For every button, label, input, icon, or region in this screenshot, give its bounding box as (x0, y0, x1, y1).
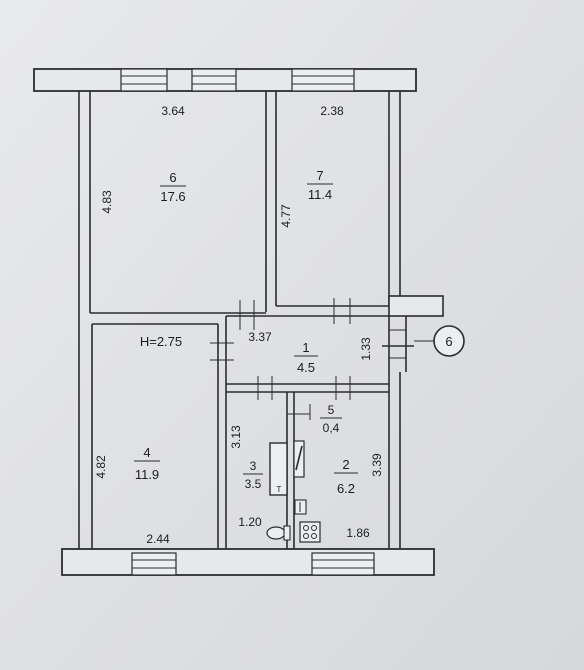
room-2-number: 2 (342, 457, 349, 472)
heater-pipe (293, 440, 305, 478)
room-1-number: 1 (302, 340, 309, 355)
bathtub: T (269, 442, 288, 496)
toilet (266, 525, 291, 541)
room-3-bottom-dim: 1.20 (238, 515, 262, 529)
wall-under-hall (226, 376, 389, 400)
room-5-area: 0,4 (323, 421, 340, 435)
room-6-area: 17.6 (160, 189, 185, 204)
room-7-area: 11.4 (308, 187, 332, 202)
room-2-side-dim: 3.39 (370, 453, 384, 477)
room-4-area: 11.9 (135, 467, 159, 482)
room-4-side-dim: 4.82 (94, 455, 108, 479)
bottom-window-left (131, 552, 177, 576)
room-1-side-dim: 1.33 (359, 337, 373, 361)
kitchen-sink (294, 499, 307, 515)
landing-box (388, 295, 444, 317)
room-3-number: 3 (250, 459, 257, 473)
room-1-area: 4.5 (297, 360, 315, 375)
top-window-middle (191, 68, 237, 92)
room-3-side-dim: 3.13 (229, 425, 243, 449)
wall-middle-horizontal (90, 298, 389, 330)
apartment-marker: 6 (414, 325, 465, 357)
bottom-wall (61, 548, 435, 576)
room-2-area: 6.2 (337, 481, 355, 496)
wall-4-hall (210, 316, 234, 549)
room-4-number: 4 (143, 445, 150, 460)
room-6-number: 6 (169, 170, 176, 185)
room-3-area: 3.5 (245, 477, 262, 491)
right-wall (382, 91, 444, 549)
wall-6-7 (265, 91, 277, 312)
room-5-number: 5 (328, 403, 335, 417)
room-2-bottom-dim: 1.86 (346, 526, 370, 540)
room-7-number: 7 (316, 168, 323, 183)
room-4-bottom-dim: 2.44 (146, 532, 170, 546)
room-6-top-dim: 3.64 (161, 104, 185, 118)
room-6-side-dim: 4.83 (100, 190, 114, 214)
top-wall (33, 68, 417, 92)
left-wall (78, 91, 93, 549)
room-7-top-dim: 2.38 (320, 104, 344, 118)
apartment-marker-label: 6 (445, 334, 452, 349)
ceiling-height-label: H=2.75 (140, 334, 182, 349)
stove (299, 521, 321, 543)
bottom-window-right (311, 552, 375, 576)
room-7-side-dim: 4.77 (279, 204, 293, 228)
svg-text:T: T (277, 485, 282, 494)
room-1-top-dim: 3.37 (248, 330, 272, 344)
top-window-left (120, 68, 168, 92)
top-window-right (291, 68, 355, 92)
